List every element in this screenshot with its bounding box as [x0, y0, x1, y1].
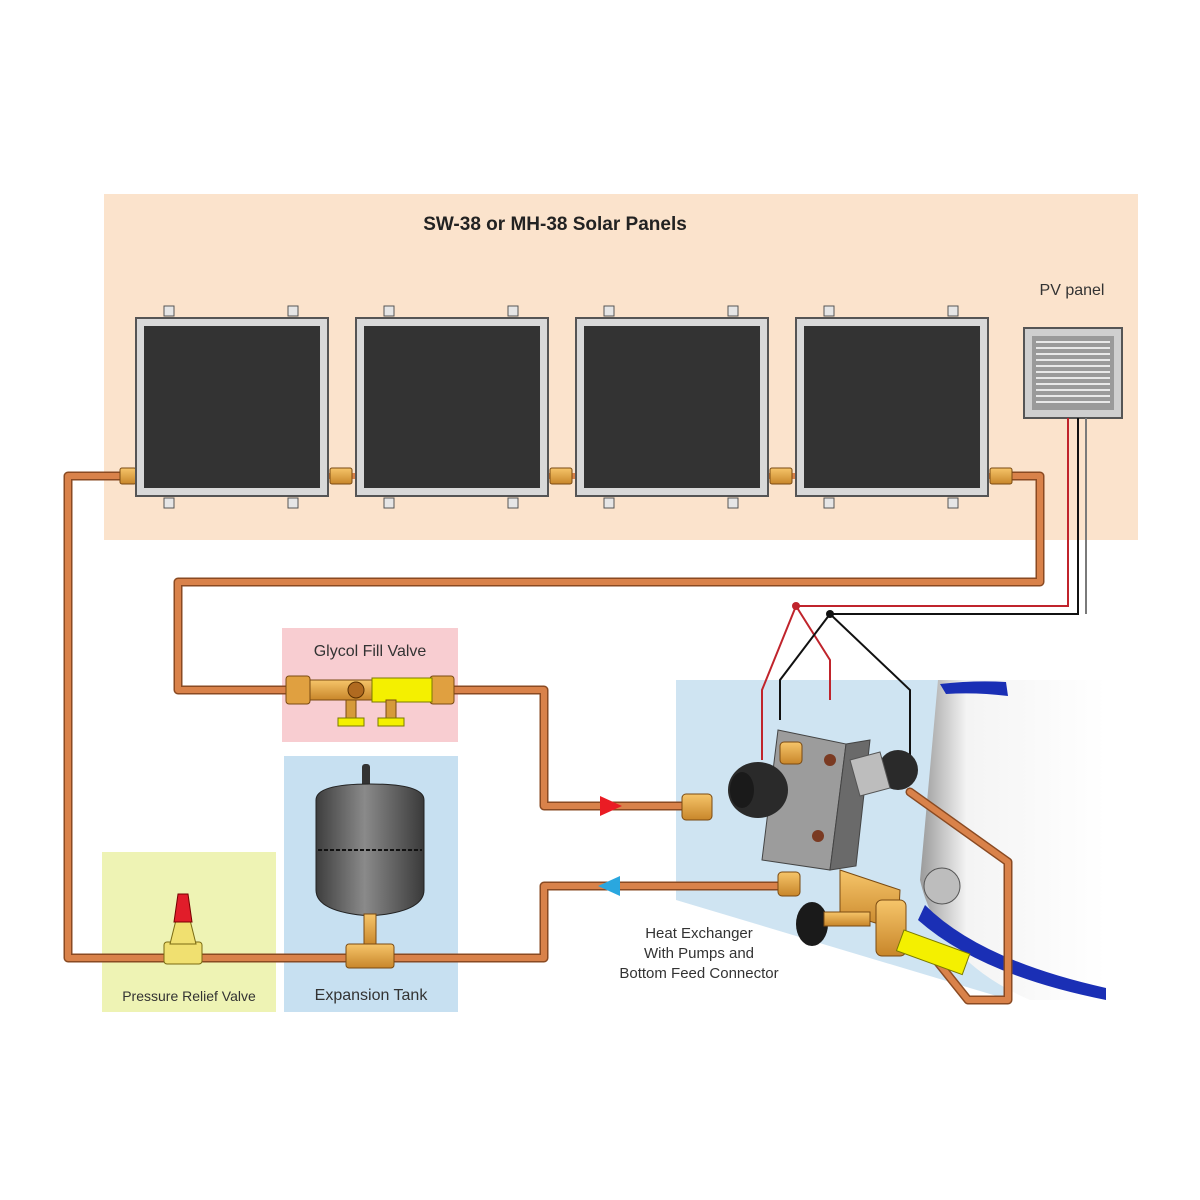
pv-panel-label: PV panel	[1039, 282, 1105, 299]
pv-wiring	[761, 418, 1087, 760]
storage-tank	[918, 680, 1106, 1000]
heat-exchanger-label-line-3: Bottom Feed Connector	[619, 965, 779, 982]
solar-collector-1	[135, 305, 329, 509]
expansion-tank-label: Expansion Tank	[314, 987, 428, 1004]
heat-exchanger-label-line-1: Heat Exchanger	[645, 925, 753, 942]
heat-exchanger-assembly	[681, 729, 971, 976]
heat-exchanger-label: Heat Exchanger With Pumps and Bottom Fee…	[588, 924, 810, 984]
diagram-title: SW-38 or MH-38 Solar Panels	[423, 214, 687, 235]
solar-collector-4	[795, 305, 989, 509]
solar-collector-3	[575, 305, 769, 509]
glycol-fill-valve	[285, 675, 455, 727]
flow-arrow-return	[598, 876, 620, 896]
solar-collector-2	[355, 305, 549, 509]
expansion-tank	[315, 764, 425, 969]
pipe-fittings	[119, 467, 1013, 485]
pv-panel	[1023, 327, 1123, 419]
pressure-relief-valve-label: Pressure Relief Valve	[122, 988, 256, 1004]
glycol-fill-valve-label: Glycol Fill Valve	[313, 643, 427, 660]
flow-arrow-supply	[600, 796, 622, 816]
pressure-relief-valve	[163, 893, 203, 965]
solar-collectors	[135, 305, 989, 509]
heat-exchanger-label-line-2: With Pumps and	[643, 945, 755, 962]
